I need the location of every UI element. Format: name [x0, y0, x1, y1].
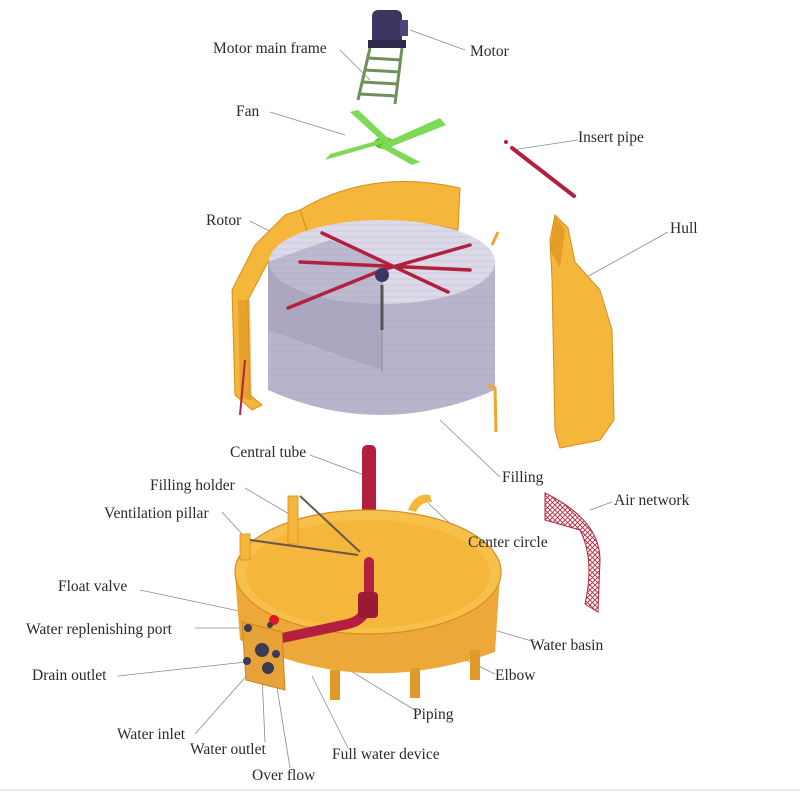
ventilation-pillars: [239, 495, 299, 561]
filling: [268, 220, 495, 415]
label-piping: Piping: [413, 706, 454, 723]
label-water-basin: Water basin: [530, 637, 604, 654]
label-center-circle: Center circle: [468, 534, 548, 551]
label-drain-outlet: Drain outlet: [32, 667, 107, 684]
over-flow-port: [272, 650, 280, 658]
elbow: [358, 592, 378, 618]
hull-right: [549, 213, 615, 449]
water-outlet-port: [262, 662, 274, 674]
label-water-inlet: Water inlet: [117, 726, 186, 743]
label-water-replenishing-port: Water replenishing port: [26, 621, 172, 638]
rotor: [286, 231, 472, 310]
label-water-outlet: Water outlet: [190, 741, 266, 758]
label-motor: Motor: [470, 43, 509, 60]
label-fan: Fan: [236, 103, 260, 120]
water-inlet-port: [255, 643, 269, 657]
fan: [325, 110, 446, 165]
center-circle: [408, 494, 432, 512]
label-motor-main-frame: Motor main frame: [213, 40, 327, 57]
rotor-hub: [375, 268, 389, 282]
filling-holder: [249, 495, 361, 556]
label-elbow: Elbow: [495, 667, 536, 684]
label-full-water-device: Full water device: [332, 746, 440, 763]
port-box: [241, 621, 286, 691]
label-central-tube: Central tube: [230, 444, 307, 461]
label-air-network: Air network: [614, 492, 690, 509]
hull-tabs: [487, 231, 500, 433]
label-over-flow: Over flow: [252, 767, 316, 784]
motor-main-frame: [356, 47, 404, 105]
label-filling: Filling: [502, 469, 544, 486]
insert-pipe: [504, 140, 576, 198]
label-hull: Hull: [670, 220, 698, 237]
label-filling-holder: Filling holder: [150, 477, 235, 494]
label-rotor: Rotor: [206, 212, 242, 229]
motor: [368, 10, 408, 48]
water-replenishing-port: [244, 624, 252, 632]
label-ventilation-pillar: Ventilation pillar: [104, 505, 209, 522]
label-float-valve: Float valve: [58, 578, 128, 595]
drain-outlet-port: [243, 657, 251, 665]
air-network: [544, 492, 601, 613]
label-insert-pipe: Insert pipe: [578, 129, 644, 146]
